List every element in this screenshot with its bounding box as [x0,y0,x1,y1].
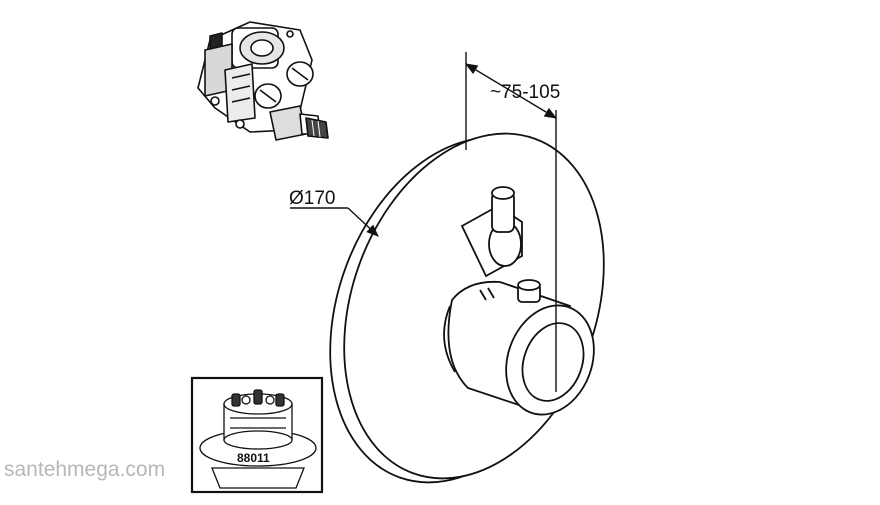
cartridge-illustration [199,389,317,489]
cartridge-inset: 88011 [190,376,324,494]
depth-dimension [464,52,558,392]
watermark-text: santehmega.com [4,458,165,481]
depth-dimension-label: ~75-105 [490,82,560,103]
cover-plate-illustration [329,132,605,484]
diameter-dimension-label: Ø170 [289,188,335,209]
valve-body-illustration [197,21,329,141]
inset-part-number: 88011 [237,451,270,465]
diameter-dimension [290,207,379,237]
